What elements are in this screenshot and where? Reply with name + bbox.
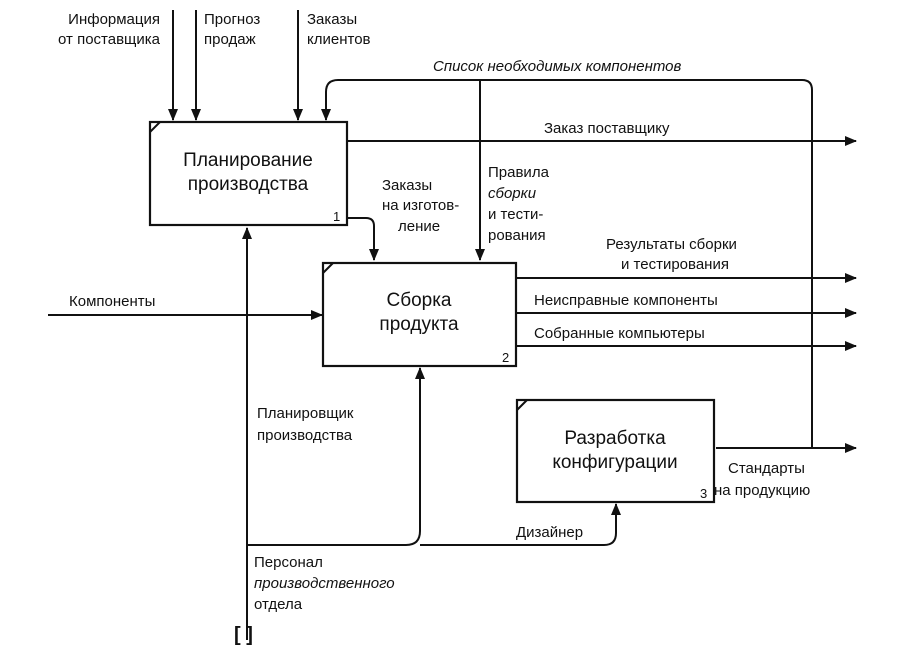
personnel-branch-assembly — [247, 367, 425, 546]
supplier-order-label: Заказ поставщику — [544, 120, 670, 137]
box-assembly-title-2: продукта — [379, 314, 459, 335]
standards-label-2: на продукцию — [714, 482, 810, 499]
client-orders-label-2: клиентов — [307, 31, 371, 48]
box-config: Разработка конфигурации 3 — [515, 398, 716, 504]
labels: Информация от поставщика Прогноз продаж … — [58, 11, 810, 646]
box-config-title-1: Разработка — [564, 428, 666, 449]
manufacture-orders-label-2: на изготов- — [382, 197, 459, 214]
box-assembly-number: 2 — [502, 350, 509, 365]
box-planning-number: 1 — [333, 209, 340, 224]
standards-label-1: Стандарты — [728, 460, 805, 477]
box-config-title-2: конфигурации — [552, 452, 677, 473]
sales-forecast-label-1: Прогноз — [204, 11, 260, 28]
box-planning: Планирование производства 1 — [148, 120, 349, 227]
planner-label-2: производства — [257, 427, 353, 444]
component-list-label: Список необходимых компонентов — [433, 58, 682, 75]
assembly-rules-label-1: Правила — [488, 164, 550, 181]
supplier-info-label-1: Информация — [68, 11, 160, 28]
personnel-label-2: производственного — [254, 575, 395, 592]
faulty-components-label: Неисправные компоненты — [534, 292, 718, 309]
box-planning-title-2: производства — [188, 174, 309, 195]
assembly-rules-label-2: сборки — [488, 185, 537, 202]
test-results-label-1: Результаты сборки — [606, 236, 737, 253]
test-results-label-2: и тестирования — [621, 256, 729, 273]
assembly-rules-label-3: и тести- — [488, 206, 543, 223]
components-label: Компоненты — [69, 293, 155, 310]
manufacture-orders-label-1: Заказы — [382, 177, 432, 194]
client-orders-label-1: Заказы — [307, 11, 357, 28]
designer-branch — [420, 503, 621, 546]
box-assembly-title-1: Сборка — [386, 290, 451, 311]
planner-label-1: Планировщик — [257, 405, 354, 422]
box-assembly: Сборка продукта 2 — [321, 261, 518, 368]
personnel-label-3: отдела — [254, 596, 303, 613]
tunnel-marker: [ ] — [234, 624, 253, 646]
manufacture-orders-arrow — [348, 217, 379, 261]
assembly-rules-label-4: рования — [488, 227, 546, 244]
box-planning-title-1: Планирование — [183, 150, 313, 171]
manufacture-orders-label-3: ление — [398, 218, 440, 235]
connectors — [48, 10, 857, 640]
personnel-label-1: Персонал — [254, 554, 323, 571]
supplier-info-label-2: от поставщика — [58, 31, 161, 48]
designer-label: Дизайнер — [516, 524, 583, 541]
component-list-loop — [321, 79, 813, 448]
assembled-computers-label: Собранные компьютеры — [534, 325, 705, 342]
sales-forecast-label-2: продаж — [204, 31, 256, 48]
box-config-number: 3 — [700, 486, 707, 501]
